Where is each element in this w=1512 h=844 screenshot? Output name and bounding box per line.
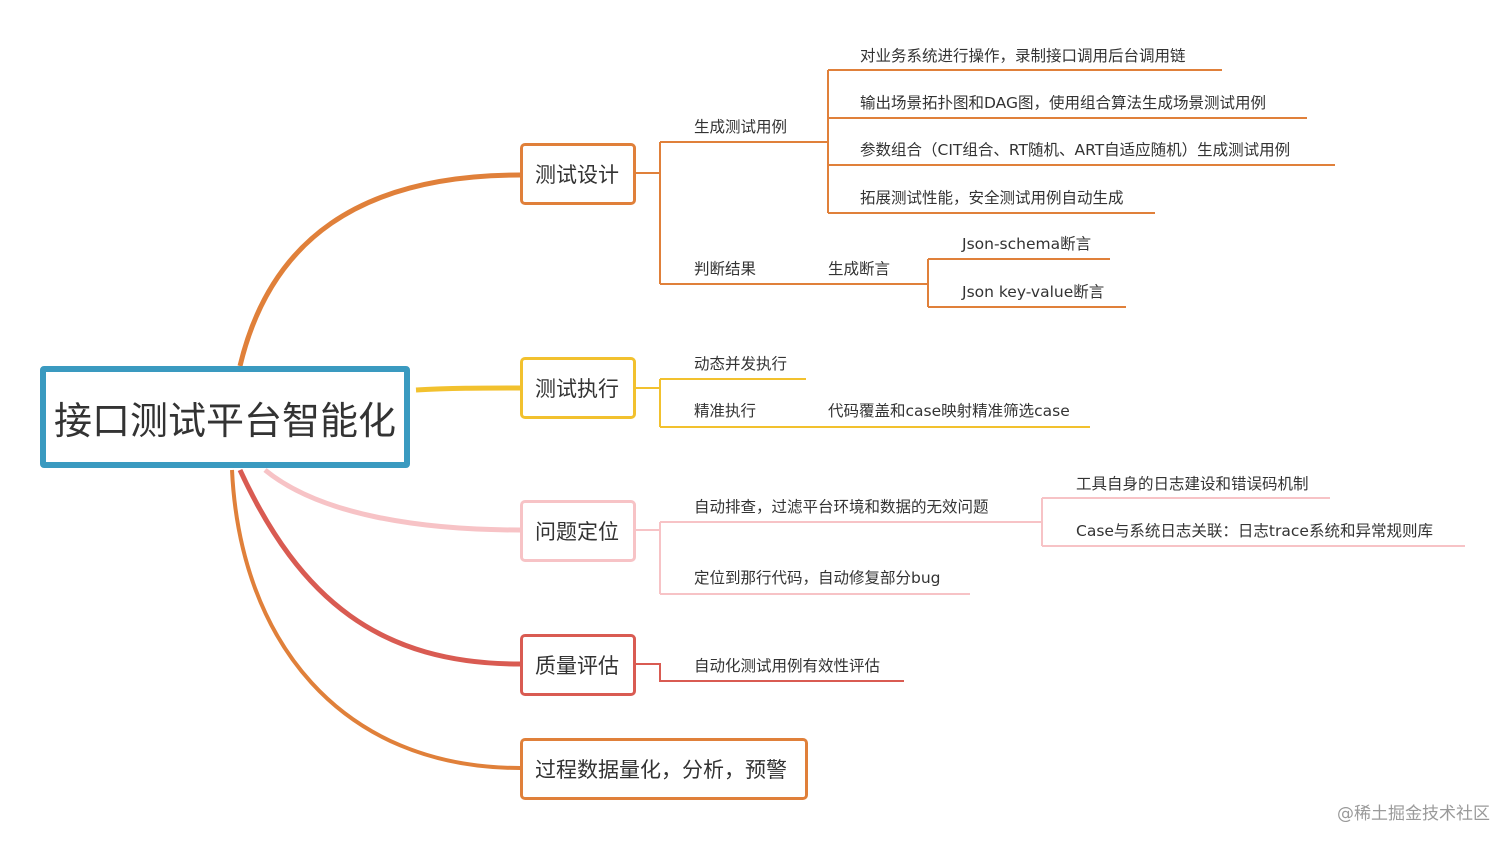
topic-process-data-label: 过程数据量化，分析，预警 — [535, 758, 787, 782]
node-judge-result[interactable]: 判断结果 — [694, 260, 757, 278]
node-generate-item[interactable]: 输出场景拓扑图和DAG图，使用组合算法生成场景测试用例 — [860, 94, 1267, 112]
root-topic-label: 接口测试平台智能化 — [53, 398, 396, 443]
curve-locate — [263, 468, 521, 533]
curve-design — [237, 172, 521, 367]
topic-problem-locate-label: 问题定位 — [535, 520, 619, 544]
node-locate-line[interactable]: 定位到那行代码，自动修复部分bug — [694, 569, 941, 587]
node-auto-check-item[interactable]: 工具自身的日志建设和错误码机制 — [1076, 475, 1309, 493]
topic-test-execution[interactable]: 测试执行 — [520, 357, 636, 419]
node-dynamic-exec[interactable]: 动态并发执行 — [694, 355, 788, 373]
locate-subtree-lines — [634, 497, 1465, 595]
topic-quality-eval-label: 质量评估 — [535, 654, 619, 678]
node-auto-check[interactable]: 自动排查，过滤平台环境和数据的无效问题 — [694, 498, 989, 516]
node-quality-eval-item[interactable]: 自动化测试用例有效性评估 — [694, 657, 881, 675]
topic-test-execution-label: 测试执行 — [535, 377, 619, 401]
node-generate-item[interactable]: 对业务系统进行操作，录制接口调用后台调用链 — [860, 47, 1186, 65]
topic-process-data[interactable]: 过程数据量化，分析，预警 — [520, 738, 808, 800]
node-precise-exec[interactable]: 精准执行 — [694, 402, 757, 420]
node-precise-detail[interactable]: 代码覆盖和case映射精准筛选case — [828, 402, 1070, 420]
node-auto-check-item[interactable]: Case与系统日志关联：日志trace系统和异常规则库 — [1076, 522, 1433, 540]
curve-quality — [237, 468, 521, 667]
execute-subtree-lines — [634, 378, 1090, 428]
topic-quality-eval[interactable]: 质量评估 — [520, 634, 636, 696]
node-generate-item[interactable]: 参数组合（CIT组合、RT随机、ART自适应随机）生成测试用例 — [860, 141, 1291, 159]
design-subtree-lines — [634, 69, 1335, 308]
node-generate-assert[interactable]: 生成断言 — [828, 260, 891, 278]
curve-process — [230, 469, 521, 770]
watermark-text: @稀土掘金技术社区 — [1337, 804, 1490, 824]
node-generate-item[interactable]: 拓展测试性能，安全测试用例自动生成 — [860, 189, 1124, 207]
topic-test-design-label: 测试设计 — [535, 163, 619, 187]
topic-problem-locate[interactable]: 问题定位 — [520, 500, 636, 562]
node-generate-cases[interactable]: 生成测试用例 — [694, 118, 788, 136]
root-topic[interactable]: 接口测试平台智能化 — [40, 366, 410, 468]
curve-execute — [415, 385, 521, 393]
node-assert-item[interactable]: Json key-value断言 — [962, 283, 1105, 301]
quality-subtree-lines — [634, 663, 904, 682]
node-assert-item[interactable]: Json-schema断言 — [962, 235, 1092, 253]
topic-test-design[interactable]: 测试设计 — [520, 143, 636, 205]
